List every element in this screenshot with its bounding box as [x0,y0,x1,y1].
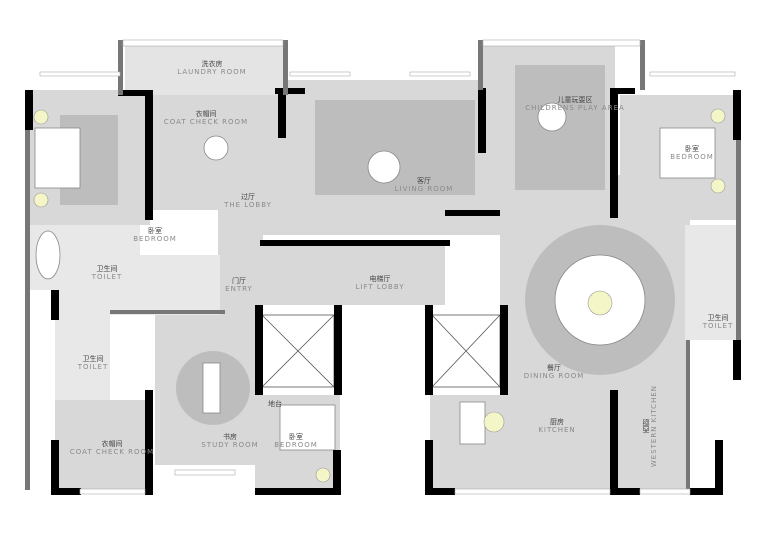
partitions [25,40,741,490]
elevator-shafts [261,314,501,388]
walls [25,88,741,495]
room-label-platform: 地台 [268,400,282,408]
room-label-western-kitchen: 西厨 WESTERN KITCHEN [641,385,658,468]
light-fixtures [33,108,726,483]
windows [39,39,736,495]
